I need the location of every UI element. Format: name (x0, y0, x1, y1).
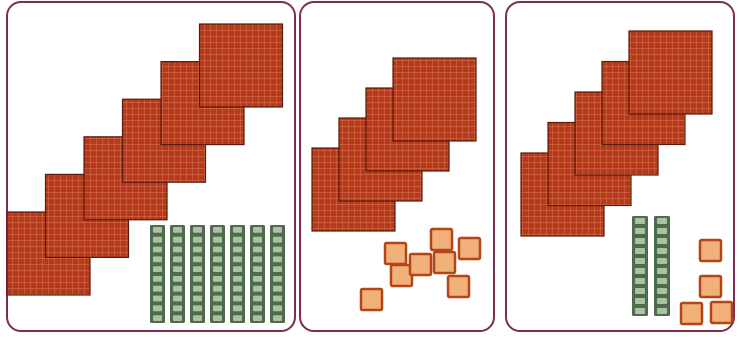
panel-1-ten-rod-1 (150, 225, 165, 323)
panel-1-tens (150, 225, 285, 323)
panel-3-ten-rod-1 (632, 216, 648, 316)
panel-3-unit-cube-3 (681, 303, 702, 324)
panel-2-unit-cube-6 (361, 289, 382, 310)
panel-1-ten-rod-4 (210, 225, 225, 323)
panel-1-hundred-flat-6 (200, 24, 283, 107)
panel-1-ten-rod-5 (230, 225, 245, 323)
panel-2-unit-cube-7 (448, 276, 469, 297)
panel-1-ten-rod-2 (170, 225, 185, 323)
panel-2-unit-cube-1 (385, 243, 406, 264)
panel-1-ten-rod-6 (250, 225, 265, 323)
panel-2-unit-cube-3 (459, 238, 480, 259)
panel-2 (300, 2, 494, 331)
panel-3-unit-cube-4 (711, 302, 732, 323)
panel-3-unit-cube-2 (700, 276, 721, 297)
panel-1 (7, 2, 295, 331)
panel-2-unit-cube-8 (410, 254, 431, 275)
panel-2-unit-cube-5 (434, 252, 455, 273)
panel-1-ten-rod-7 (270, 225, 285, 323)
panel-1-ten-rod-3 (190, 225, 205, 323)
panel-2-hundred-flat-4 (393, 58, 476, 141)
panel-3-ten-rod-2 (654, 216, 670, 316)
panel-2-unit-cube-2 (431, 229, 452, 250)
panel-3 (506, 2, 734, 331)
panel-3-unit-cube-1 (700, 240, 721, 261)
panel-3-hundred-flat-5 (629, 31, 712, 114)
